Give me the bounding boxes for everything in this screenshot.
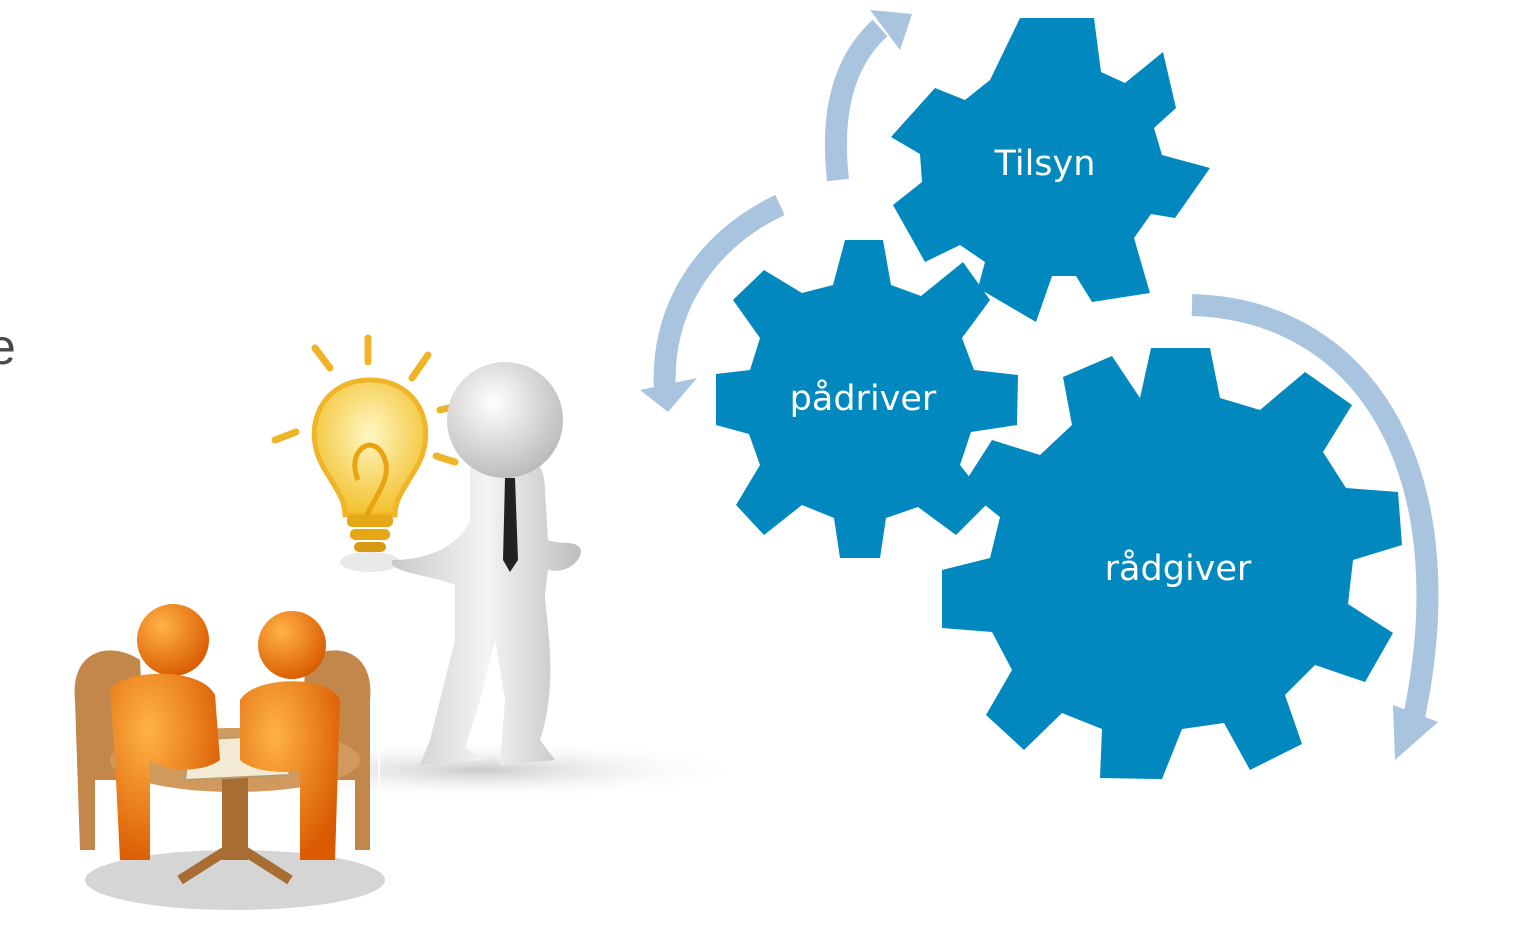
arrow-up-head [870, 10, 912, 50]
gear-radgiver: rådgiver [942, 348, 1402, 779]
person-right-head [258, 611, 326, 679]
figure-body [392, 451, 581, 765]
arrow-up [824, 19, 888, 182]
arrow-left [653, 195, 785, 391]
gear-tilsyn: Tilsyn [891, 18, 1210, 322]
people-at-table-icon [74, 600, 385, 910]
arrow-right-head [1393, 705, 1438, 760]
person-left-head [137, 604, 209, 676]
person-left-body [110, 673, 220, 860]
gear-label-radgiver: rådgiver [1105, 548, 1252, 589]
necktie [503, 478, 518, 572]
clipped-text: e [0, 319, 16, 375]
gear-label-tilsyn: Tilsyn [994, 144, 1096, 184]
gear-padriver: pådriver [716, 240, 1018, 558]
person-right-body [240, 681, 340, 860]
figure-head [447, 362, 563, 478]
gear-label-padriver: pådriver [790, 378, 937, 419]
cycle-arrows [640, 10, 1439, 760]
arrow-right [1191, 294, 1439, 738]
arrow-left-head [640, 378, 697, 412]
